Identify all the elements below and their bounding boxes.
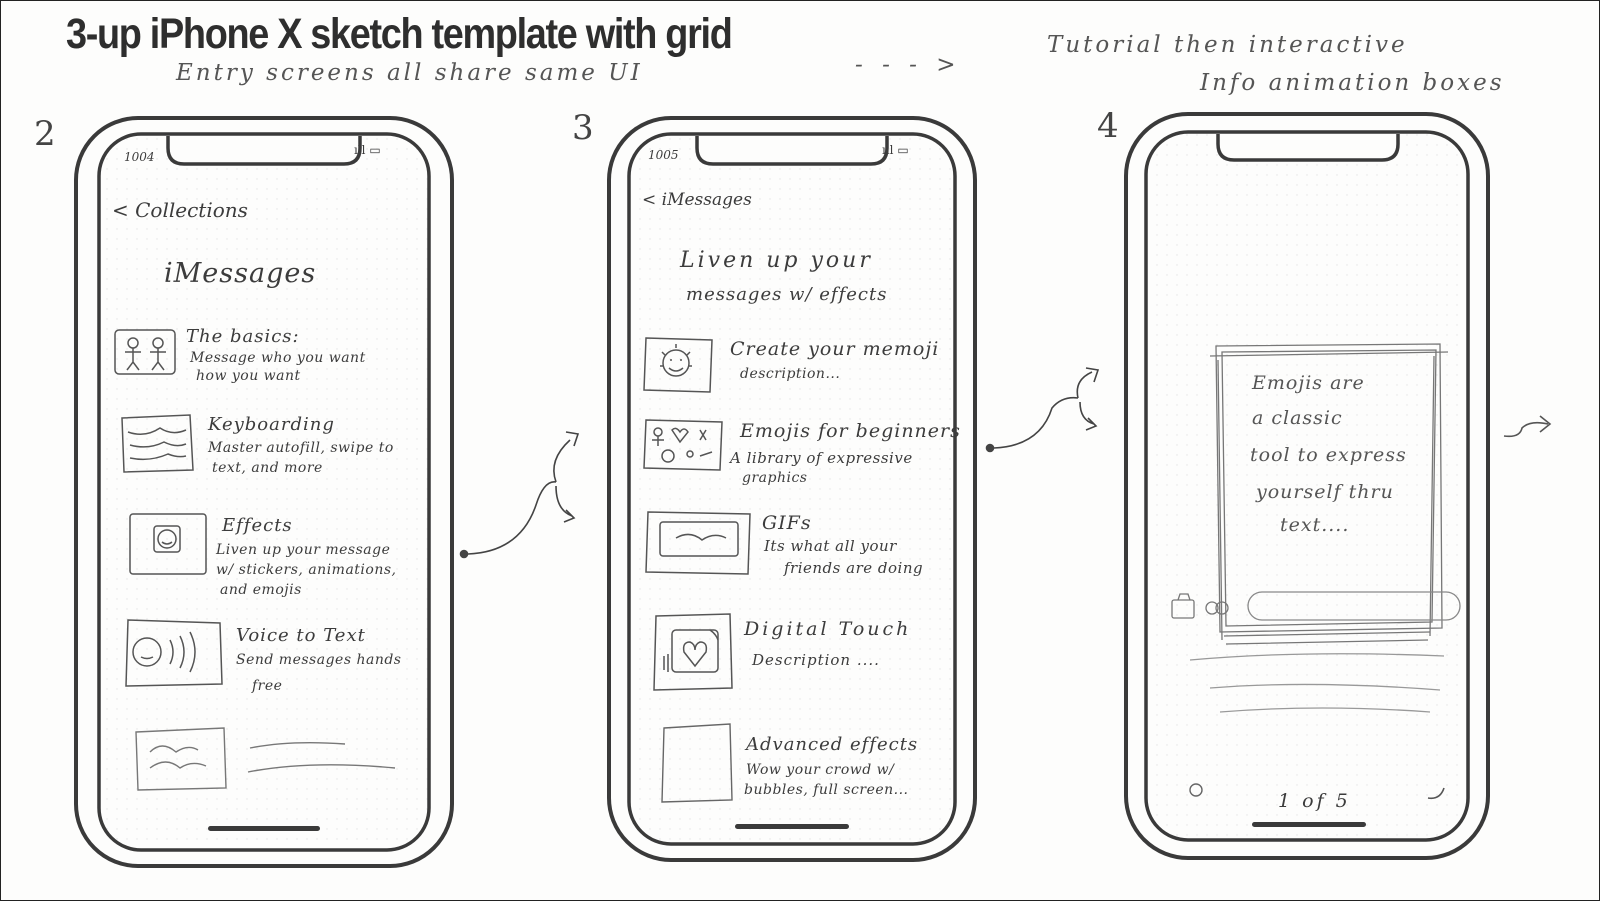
- item-title-emojis[interactable]: Emojis for beginners: [740, 420, 961, 442]
- memoji-icon: [643, 337, 713, 393]
- signal-battery-icon: ıll ▭: [354, 143, 381, 157]
- item-desc-memoji: description...: [740, 366, 841, 382]
- screen-number-4: 4: [1097, 106, 1119, 146]
- back-button-2[interactable]: < iMessages: [642, 190, 752, 210]
- flow-arrow-3-out: [1503, 415, 1552, 438]
- item-desc-effects-2: w/ stickers, animations,: [216, 562, 397, 578]
- item-desc-advanced-1: Wow your crowd w/: [746, 762, 895, 778]
- note-entry-screens: Entry screens all share same UI: [176, 60, 643, 86]
- flow-arrow-2-to-3: [985, 367, 1100, 453]
- phone-frame-3: [1124, 112, 1490, 860]
- next-arc-icon[interactable]: [1427, 787, 1445, 800]
- item-title-advanced[interactable]: Advanced effects: [746, 734, 919, 755]
- item-desc-gifs-2: friends are doing: [784, 559, 924, 577]
- apps-icon: [1205, 601, 1229, 615]
- card-line-3: tool to express: [1250, 444, 1407, 466]
- page-indicator: 1 of 5: [1278, 790, 1351, 812]
- placeholder-item: [135, 727, 396, 791]
- screen-number-3: 3: [572, 108, 594, 148]
- gif-icon: [645, 511, 751, 575]
- item-desc-gifs-1: Its what all your: [764, 537, 897, 555]
- scribble-lines: [1189, 653, 1445, 713]
- item-desc-effects-3: and emojis: [220, 582, 302, 598]
- screen-heading-line-2: messages w/ effects: [686, 284, 888, 305]
- item-desc-emojis-1: A library of expressive: [730, 449, 913, 467]
- note-tutorial: Tutorial then interactive: [1047, 32, 1408, 58]
- back-button[interactable]: < Collections: [112, 198, 248, 222]
- item-desc-emojis-2: graphics: [742, 470, 808, 486]
- screen-heading-line-1: Liven up your: [680, 248, 873, 273]
- item-desc-effects-1: Liven up your message: [216, 542, 391, 558]
- item-title-gifs[interactable]: GIFs: [762, 512, 812, 534]
- card-line-2: a classic: [1252, 407, 1343, 429]
- emoji-set-icon: [643, 419, 723, 471]
- page-title: 3-up iPhone X sketch template with grid: [66, 10, 733, 58]
- item-title-memoji[interactable]: Create your memoji: [730, 338, 940, 360]
- keyboard-icon: [121, 414, 194, 473]
- camera-icon: [1171, 593, 1195, 619]
- blank-tile-icon: [661, 723, 733, 803]
- note-info-boxes: Info animation boxes: [1200, 70, 1505, 96]
- card-line-5: text....: [1280, 514, 1350, 536]
- heart-touch-icon: [653, 613, 733, 691]
- item-desc-keyboarding-2: text, and more: [212, 460, 323, 476]
- item-title-keyboarding[interactable]: Keyboarding: [208, 414, 335, 435]
- prev-dot-icon[interactable]: [1189, 783, 1203, 797]
- note-arrow: - - - >: [855, 52, 962, 78]
- screen-number-2: 2: [34, 114, 56, 154]
- item-desc-basics-2: how you want: [196, 368, 301, 384]
- phone-frame-2: [607, 116, 977, 862]
- text-input-bar: [1247, 591, 1461, 621]
- card-line-1: Emojis are: [1252, 372, 1365, 394]
- flow-arrow-1-to-2: [459, 431, 580, 559]
- voice-icon: [125, 619, 223, 687]
- phone-frame-1: [74, 116, 454, 868]
- item-title-basics[interactable]: The basics:: [186, 326, 300, 347]
- status-time-2: 1005: [648, 148, 679, 162]
- status-time: 1004: [124, 150, 155, 164]
- item-title-digital-touch[interactable]: Digital Touch: [744, 618, 912, 640]
- card-line-4: yourself thru: [1256, 481, 1394, 503]
- item-desc-voice-1: Send messages hands: [236, 652, 402, 668]
- item-desc-basics-1: Message who you want: [190, 350, 366, 366]
- item-desc-keyboarding-1: Master autofill, swipe to: [208, 440, 394, 456]
- screen-heading: iMessages: [164, 258, 317, 289]
- info-card: [1209, 343, 1449, 645]
- item-title-effects[interactable]: Effects: [222, 515, 293, 536]
- smiley-icon: [129, 513, 207, 575]
- item-desc-digital-touch: Description ....: [752, 651, 880, 669]
- signal-battery-icon-2: ıll ▭: [882, 143, 909, 157]
- item-desc-advanced-2: bubbles, full screen...: [744, 782, 909, 798]
- two-people-icon: [114, 329, 176, 375]
- item-desc-voice-2: free: [252, 678, 283, 694]
- item-title-voice[interactable]: Voice to Text: [236, 625, 366, 646]
